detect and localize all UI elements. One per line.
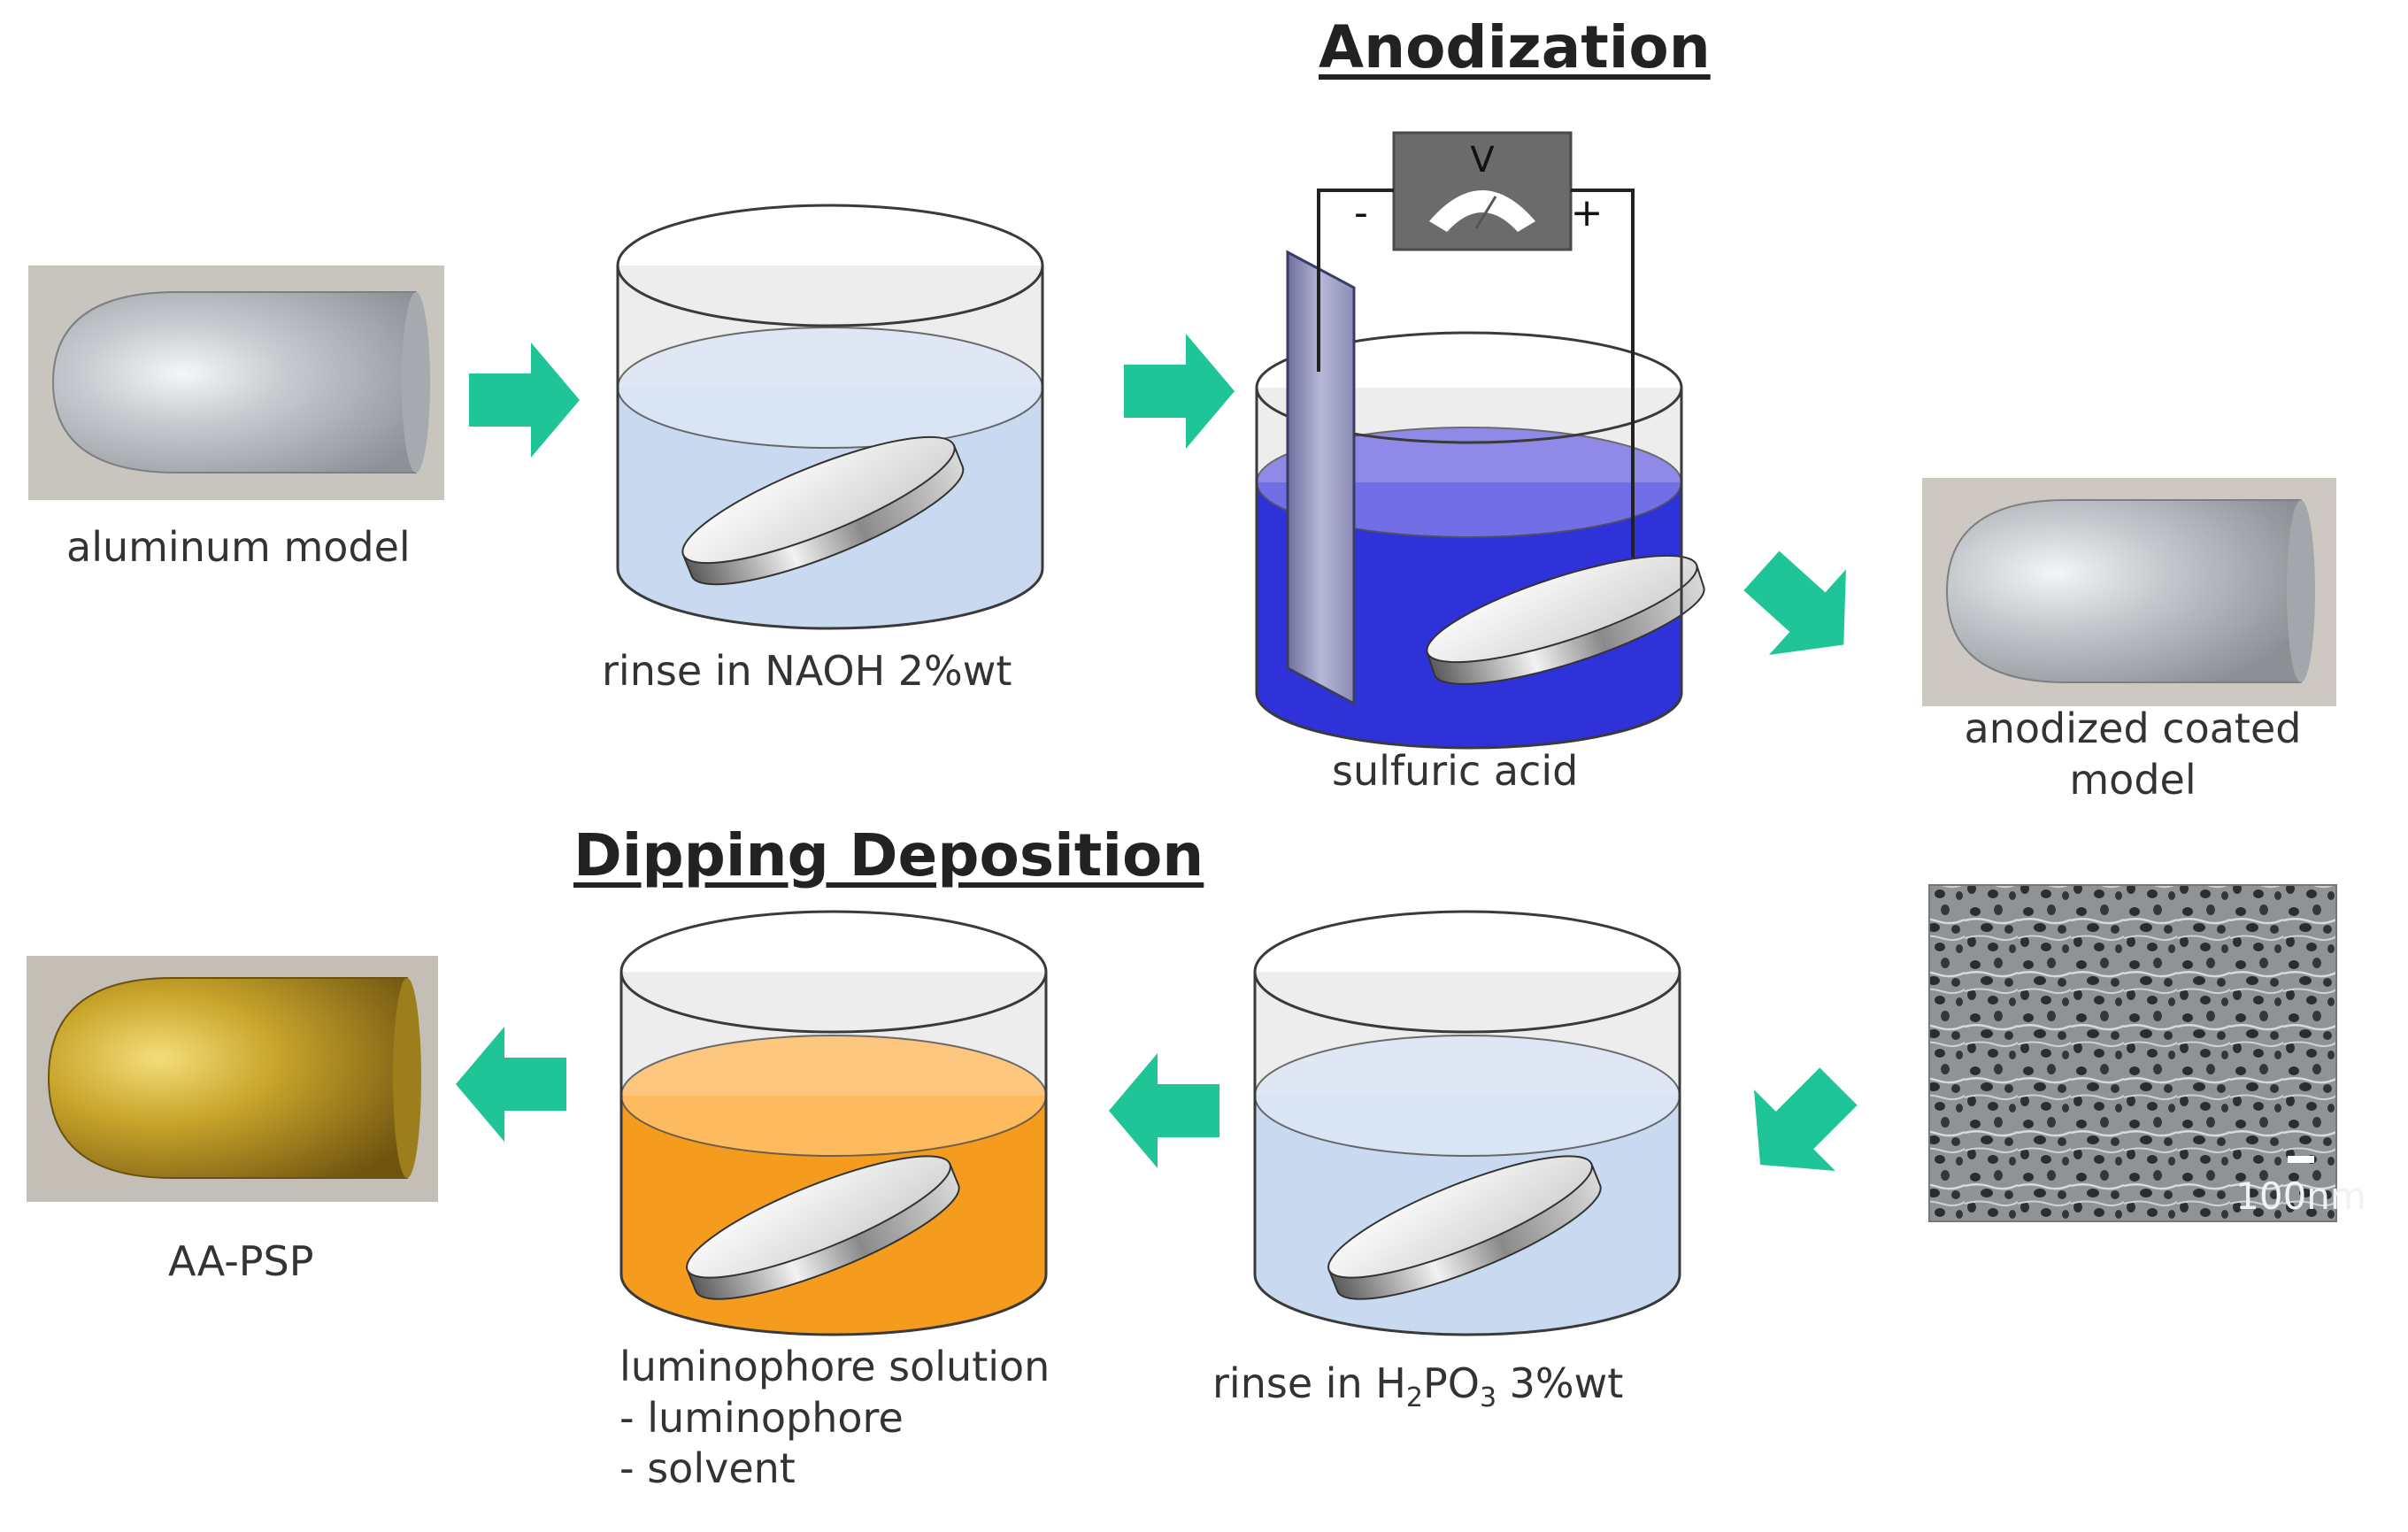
- luminophore-title: luminophore solution: [619, 1343, 1050, 1390]
- h2po3-beaker: [1253, 910, 1681, 1336]
- aa-psp-label: AA-PSP: [168, 1237, 314, 1285]
- metal-disk-sample: [686, 1155, 960, 1300]
- anodized-model-label-line2: model: [2069, 755, 2196, 804]
- h2po3-subscript-2: 2: [1405, 1382, 1423, 1414]
- metal-disk-sample: [1327, 1155, 1602, 1300]
- dipping-deposition-heading: Dipping Deposition: [573, 821, 1204, 889]
- beaker-liquid-surface: [620, 1035, 1047, 1157]
- naoh-beaker: [616, 204, 1044, 630]
- arrow-left-2: [456, 1027, 566, 1142]
- beaker-outline: [1253, 972, 1681, 1336]
- luminophore-item-luminophore: - luminophore: [619, 1393, 904, 1442]
- beaker-liquid-surface: [617, 327, 1043, 449]
- sem-scale-label: 100nm: [2235, 1174, 2366, 1218]
- h2po3-suffix: 3%wt: [1496, 1359, 1624, 1407]
- cathode-plate: [1286, 250, 1356, 706]
- metal-disk-sample: [1426, 554, 1705, 685]
- sem-image: 100nm: [1928, 884, 2366, 1222]
- arrow-right-1: [469, 343, 580, 458]
- beaker-outline: [616, 266, 1044, 630]
- arrow-left-1: [1109, 1053, 1219, 1168]
- circuit-wires: [1317, 189, 1635, 558]
- h2po3-prefix: rinse in H: [1212, 1359, 1406, 1407]
- luminophore-item-solvent: - solvent: [619, 1444, 796, 1492]
- arrow-down-right: [1722, 527, 1882, 688]
- arrow-down-left: [1719, 1045, 1880, 1205]
- voltmeter: V - +: [1354, 131, 1604, 251]
- arrow-right-2: [1124, 334, 1235, 449]
- anodized-model-photo: [1922, 478, 2336, 706]
- h2po3-mid: PO: [1422, 1359, 1480, 1407]
- voltmeter-symbol: V: [1470, 140, 1495, 181]
- aa-psp-model-photo: [27, 956, 438, 1202]
- anodized-model-label: anodized coated model: [1947, 704, 2319, 805]
- beaker-outline: [1255, 388, 1683, 750]
- anodized-model-label-line1: anodized coated: [1964, 704, 2302, 752]
- anodization-heading: Anodization: [1319, 13, 1711, 81]
- aluminum-model-photo: [28, 266, 444, 500]
- luminophore-solution-label: luminophore solution - luminophore - sol…: [619, 1342, 1050, 1495]
- beaker-outline: [619, 972, 1048, 1336]
- aluminum-model-label: aluminum model: [66, 523, 411, 571]
- anodization-beaker: [1255, 250, 1705, 750]
- voltmeter-plus: +: [1571, 190, 1604, 235]
- voltmeter-minus: -: [1354, 190, 1368, 235]
- beaker-liquid-surface: [1254, 1035, 1681, 1157]
- h2po3-subscript-3: 3: [1479, 1382, 1497, 1414]
- naoh-rinse-label: rinse in NAOH 2%wt: [602, 647, 1012, 695]
- sulfuric-acid-label: sulfuric acid: [1332, 747, 1579, 795]
- h2po3-rinse-label: rinse in H2PO3 3%wt: [1212, 1359, 1623, 1415]
- metal-disk-sample: [681, 435, 965, 586]
- luminophore-beaker: [619, 910, 1048, 1336]
